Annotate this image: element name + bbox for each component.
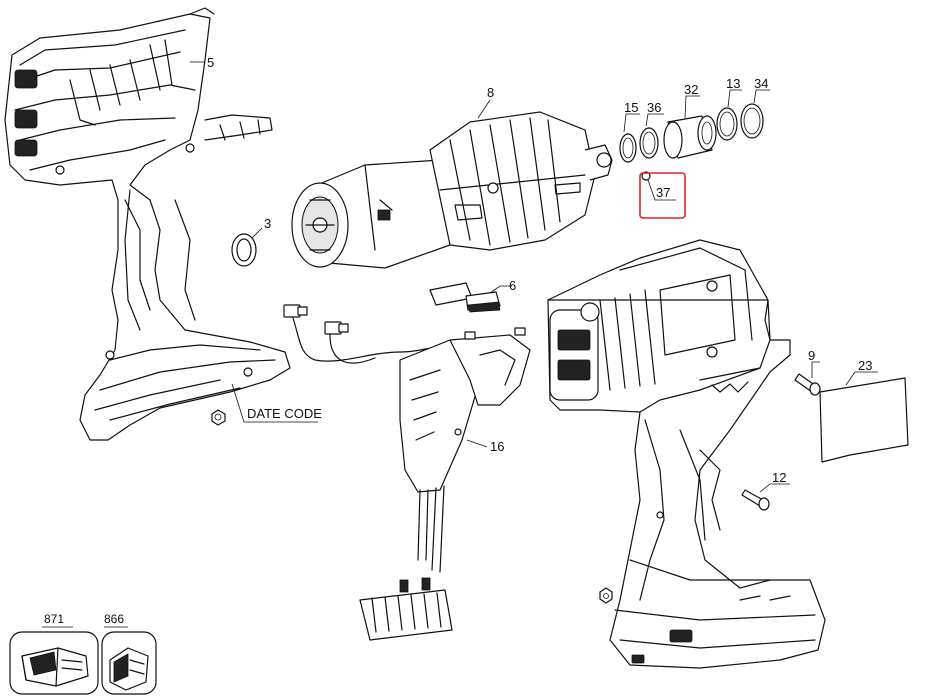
date-code-label: DATE CODE (247, 406, 322, 421)
part-label-32: 32 (684, 82, 698, 97)
switch-harness-part-16 (283, 304, 531, 641)
housing-right-assembled (547, 239, 826, 669)
screw-part-12 (741, 489, 770, 511)
part-label-23: 23 (858, 358, 872, 373)
accessory-box-charger (9, 631, 99, 695)
o-ring-part-3 (231, 233, 257, 267)
pad-part-6 (429, 282, 501, 313)
screw-part-9 (794, 373, 821, 396)
part-label-6: 6 (509, 278, 516, 293)
part-label-9: 9 (808, 348, 815, 363)
part-label-12: 12 (772, 470, 786, 485)
part-label-16: 16 (490, 439, 504, 454)
motor-assembly (291, 111, 613, 269)
hex-nut-right (599, 587, 613, 604)
part-label-36: 36 (647, 100, 661, 115)
highlight-box-part-37 (639, 172, 686, 219)
retaining-ring-part-15 (619, 133, 637, 163)
part-label-8: 8 (487, 85, 494, 100)
part-label-866: 866 (104, 612, 124, 626)
part-label-871: 871 (44, 612, 64, 626)
sleeve-part-32 (663, 115, 717, 159)
part-label-15: 15 (624, 100, 638, 115)
housing-left-half (4, 7, 291, 441)
ball-part-37 (641, 171, 651, 181)
part-label-13: 13 (726, 76, 740, 91)
part-label-34: 34 (754, 76, 768, 91)
part-label-37: 37 (656, 185, 670, 200)
part-label-3: 3 (264, 216, 271, 231)
hex-nut-left (211, 409, 226, 426)
label-plate-part-23 (819, 377, 909, 463)
accessory-box-battery (101, 631, 157, 695)
part-label-5: 5 (207, 55, 214, 70)
ring-part-34 (740, 103, 764, 139)
date-code-leader (231, 383, 318, 423)
ring-part-13 (716, 107, 738, 141)
spring-clip-part-36 (639, 127, 659, 159)
